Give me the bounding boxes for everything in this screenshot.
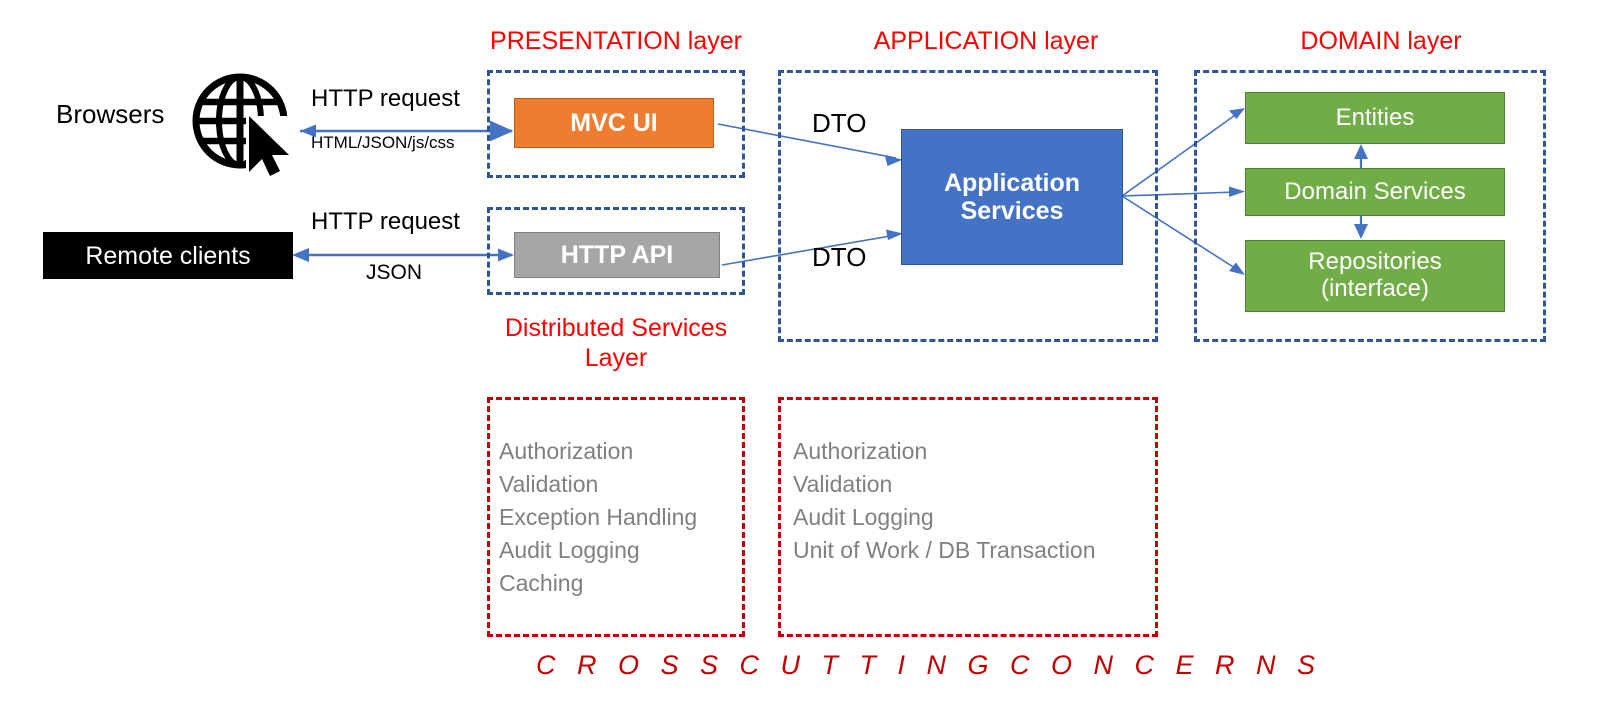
concern-item: Exception Handling	[499, 504, 698, 530]
actor-browsers-label: Browsers	[56, 99, 165, 129]
repositories-label-line1: Repositories	[1308, 248, 1442, 276]
edge-label-dto-bottom: DTO	[812, 242, 867, 272]
domain-layer-title: DOMAIN layer	[1300, 27, 1462, 55]
application-layer-title: APPLICATION layer	[873, 27, 1099, 55]
edge-label-remote-request: HTTP request	[311, 208, 460, 235]
cross-cutting-presentation-list: Authorization Validation Exception Handl…	[499, 435, 697, 600]
domain-layer-container	[1194, 70, 1546, 342]
edge-label-browser-request: HTTP request	[311, 85, 460, 112]
presentation-layer-title: PRESENTATION layer	[490, 27, 742, 55]
node-mvc-ui[interactable]: MVC UI	[514, 98, 714, 148]
repositories-label-line2: (interface)	[1320, 275, 1430, 302]
cross-cutting-application-list: Authorization Validation Audit Logging U…	[793, 435, 1096, 567]
concern-item: Unit of Work / DB Transaction	[793, 537, 1096, 563]
arrow-remoteclients-httpapi	[292, 248, 514, 262]
cross-cutting-presentation-container	[487, 397, 745, 637]
node-repositories[interactable]: Repositories (interface)	[1245, 240, 1505, 312]
concern-item: Validation	[793, 471, 893, 497]
cross-cutting-application-container	[778, 397, 1158, 637]
concern-item: Validation	[499, 471, 599, 497]
actor-remote-clients[interactable]: Remote clients	[43, 232, 293, 279]
node-domain-services[interactable]: Domain Services	[1245, 168, 1505, 216]
node-http-api[interactable]: HTTP API	[514, 232, 720, 278]
concern-item: Audit Logging	[499, 537, 640, 563]
edge-label-browser-response: HTML/JSON/js/css	[311, 133, 455, 152]
application-services-label-line2: Services	[960, 197, 1064, 225]
concern-item: Caching	[499, 570, 584, 596]
concern-item: Audit Logging	[793, 504, 934, 530]
edge-label-dto-top: DTO	[812, 108, 867, 138]
concern-item: Authorization	[499, 438, 634, 464]
presentation-mvc-container	[487, 70, 745, 178]
application-services-label-line1: Application	[943, 169, 1081, 197]
edge-label-remote-response: JSON	[366, 261, 423, 284]
cross-cutting-concerns-footer: C R O S S C U T T I N G C O N C E R N S	[536, 650, 1323, 680]
presentation-api-container	[487, 207, 745, 295]
node-entities[interactable]: Entities	[1245, 92, 1505, 144]
globe-cursor-icon	[188, 66, 298, 178]
concern-item: Authorization	[793, 438, 928, 464]
application-layer-container	[778, 70, 1158, 342]
node-application-services[interactable]: Application Services	[901, 129, 1123, 265]
distributed-services-layer-title: Distributed Services Layer	[504, 314, 728, 372]
